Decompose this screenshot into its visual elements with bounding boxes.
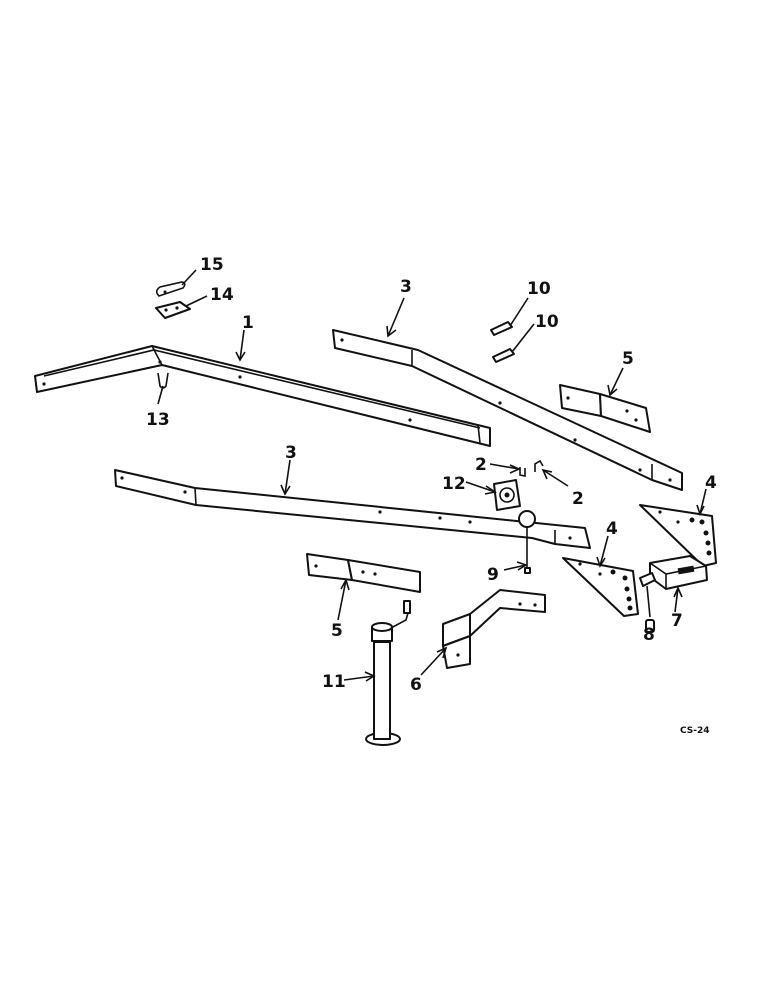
callout-3-top: 3	[400, 277, 412, 297]
part-2-hook-b	[534, 459, 544, 472]
callout-15: 15	[200, 255, 224, 275]
callout-2-b: 2	[572, 489, 584, 509]
callout-8: 8	[643, 625, 655, 645]
drawing-code: CS-24	[680, 726, 710, 736]
part-6-formed-bracket	[442, 589, 546, 669]
part-7-hitch-block	[649, 555, 708, 590]
callout-2-a: 2	[475, 455, 487, 475]
callout-5-right: 5	[622, 349, 634, 369]
part-1-frame-bar	[34, 345, 491, 447]
part-5-left-bracket	[306, 553, 421, 593]
callout-1: 1	[242, 313, 254, 333]
part-3-mid-frame-bar	[114, 469, 591, 549]
leader-lines	[157, 269, 707, 682]
part-12-bearing-plate	[493, 479, 521, 511]
part-3-top-frame-bar	[332, 329, 683, 491]
part-4-left-gusset	[562, 557, 639, 617]
part-4-right-gusset	[639, 504, 717, 567]
callout-9: 9	[487, 565, 499, 585]
callout-labels: 15 14 1 13 3 10 10 5 3 2 2 12 4 4 9 7 8 …	[146, 255, 717, 736]
part-10-pin-a	[490, 321, 513, 336]
part-13-u-clip	[157, 372, 169, 389]
part-11-jack-stand	[365, 600, 411, 746]
callout-5-left: 5	[331, 621, 343, 641]
part-14-clip-plate	[155, 301, 191, 319]
callout-10-a: 10	[527, 279, 551, 299]
part-9-knob	[518, 510, 536, 574]
callout-7: 7	[671, 611, 683, 631]
callout-3-mid: 3	[285, 443, 297, 463]
callout-13: 13	[146, 410, 170, 430]
callout-4-left: 4	[606, 519, 618, 539]
part-2-hook-a	[519, 467, 526, 477]
callout-11: 11	[322, 672, 346, 692]
callout-14: 14	[210, 285, 234, 305]
part-15-clip-pin	[155, 281, 186, 297]
part-5-right-bracket	[559, 384, 651, 433]
callout-4-right: 4	[705, 473, 717, 493]
part-10-pin-b	[492, 348, 515, 363]
callout-6: 6	[410, 675, 422, 695]
part-8-pin	[639, 572, 656, 633]
callout-10-b: 10	[535, 312, 559, 332]
callout-12: 12	[442, 474, 466, 494]
